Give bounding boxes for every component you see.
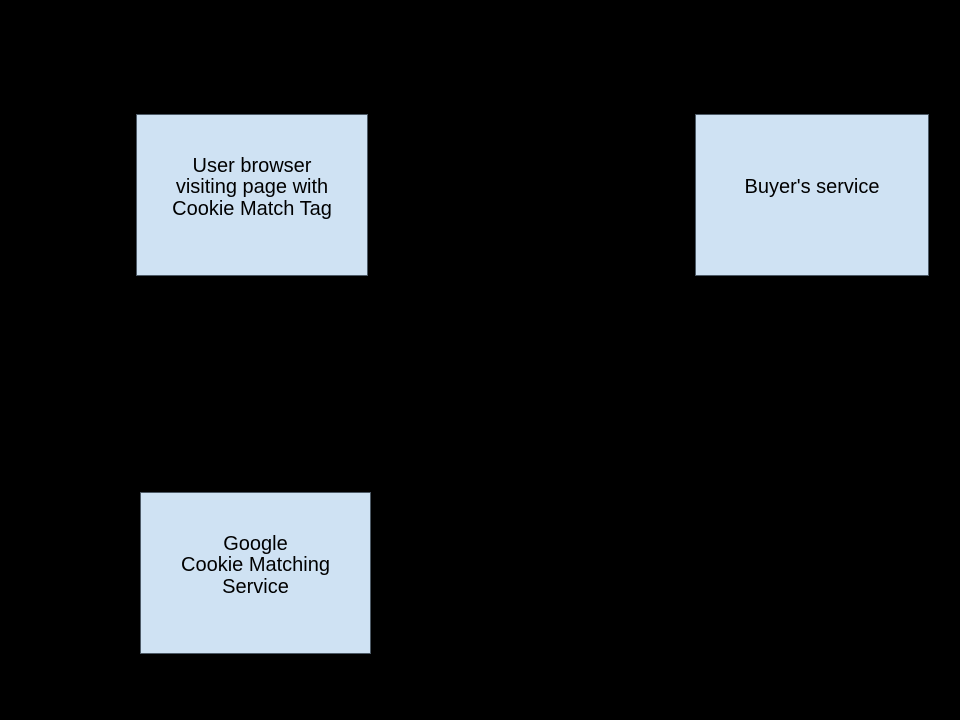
node-google-cookie-matching-service: Google Cookie Matching Service — [140, 492, 371, 654]
node-buyers-service: Buyer's service — [695, 114, 929, 276]
node-user-browser: User browser visiting page with Cookie M… — [136, 114, 368, 276]
node-label-line: Service — [222, 575, 289, 598]
node-label-line: visiting page with — [175, 176, 329, 199]
node-google-cookie-matching-service-label: Google Cookie Matching Service — [181, 532, 330, 599]
node-user-browser-label: User browser visiting page with Cookie M… — [172, 154, 332, 221]
node-buyers-service-label: Buyer's service — [745, 177, 880, 199]
node-label-line: Google — [223, 532, 288, 555]
node-label-line: Cookie Match Tag — [172, 197, 332, 220]
node-label-line: Cookie Matching — [181, 554, 330, 577]
node-label-line: Buyer's service — [744, 176, 880, 199]
node-label-line: User browser — [192, 154, 312, 177]
